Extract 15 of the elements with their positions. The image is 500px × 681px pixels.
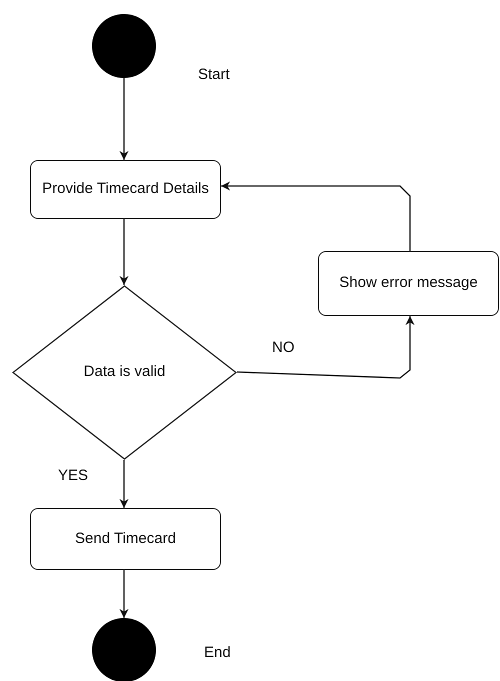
arrow <box>119 460 129 508</box>
process-box <box>30 508 221 570</box>
arrow <box>119 219 129 285</box>
arrow <box>119 570 129 618</box>
node-label: Send Timecard <box>75 530 176 548</box>
arrow <box>221 181 411 251</box>
process-box <box>30 160 221 219</box>
node-caption: Start <box>198 66 230 83</box>
arrow <box>119 78 129 160</box>
node-caption: End <box>204 644 231 661</box>
node-label: Data is valid <box>84 363 166 382</box>
arrow <box>236 316 415 379</box>
node-label: Show error message <box>339 274 478 293</box>
process-box <box>318 251 499 316</box>
node-label: Provide Timecard Details <box>42 180 209 199</box>
